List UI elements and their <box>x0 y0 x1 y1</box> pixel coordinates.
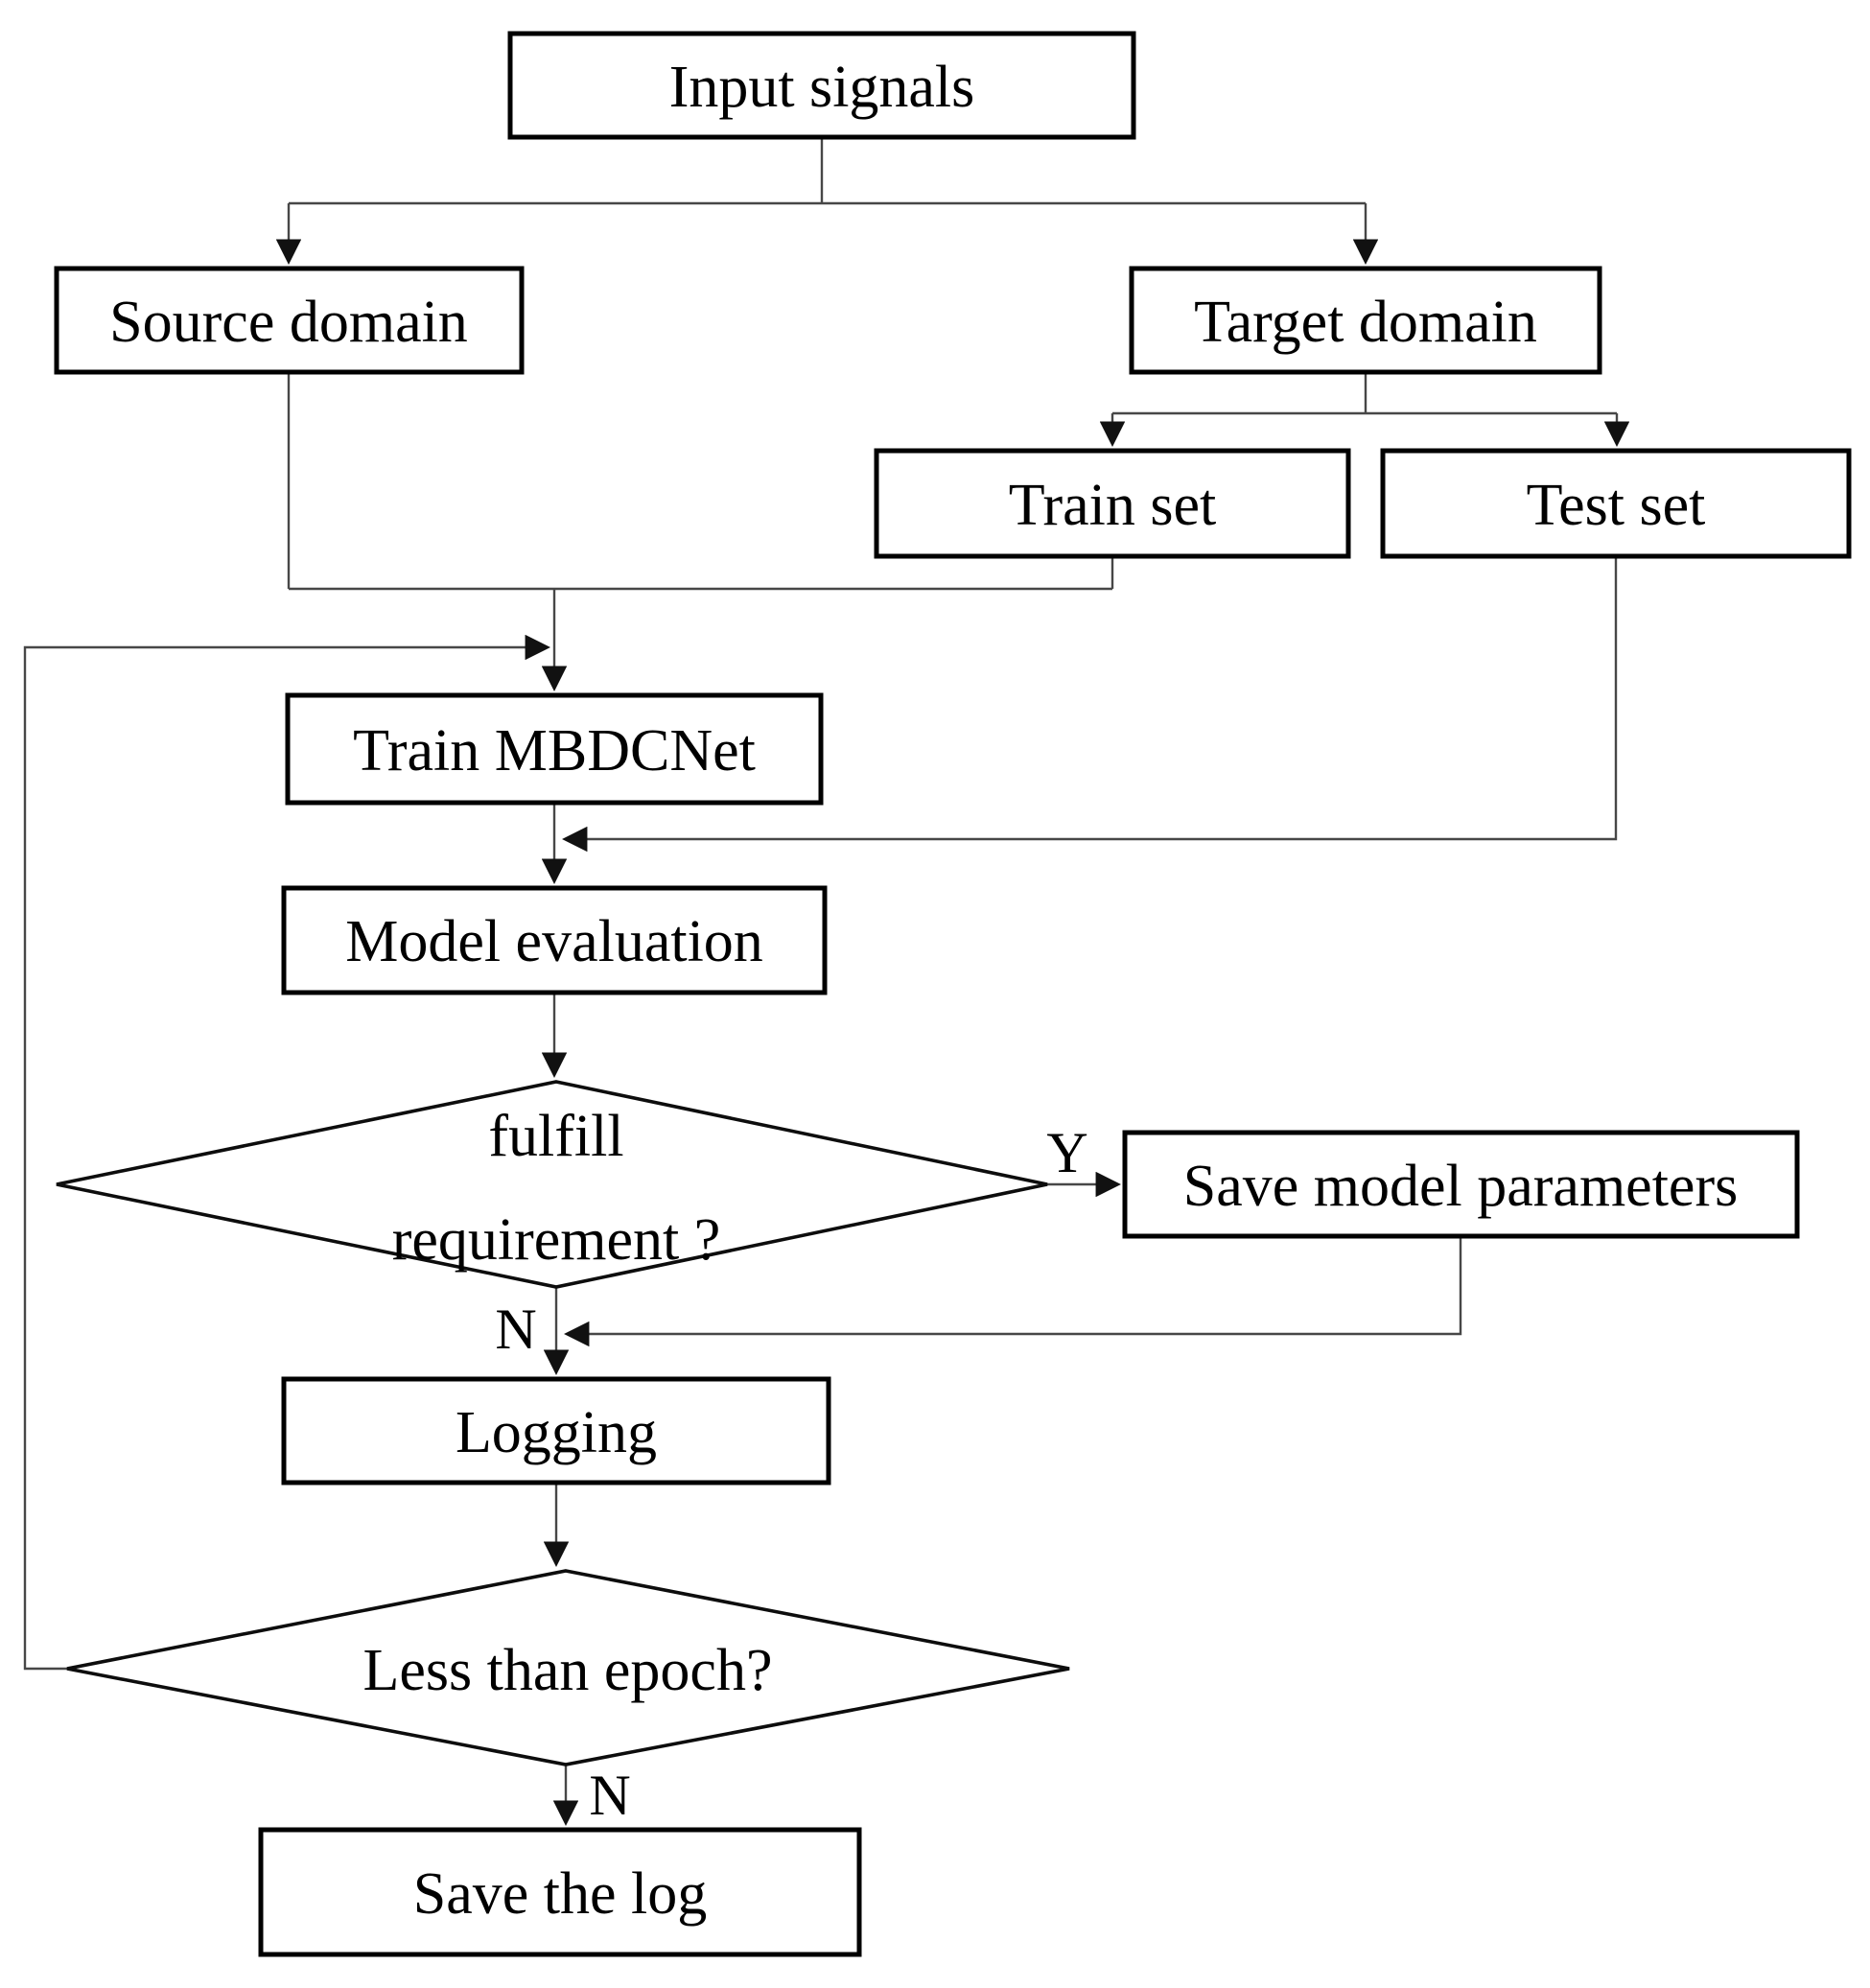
node-model-evaluation: Model evaluation <box>281 885 828 995</box>
model-evaluation-box <box>281 885 828 995</box>
save-the-log-label: Save the log <box>413 1861 708 1927</box>
edges <box>23 137 1630 1826</box>
node-input-signals: Input signals <box>507 31 1136 140</box>
logging-label: Logging <box>456 1400 657 1465</box>
target-domain-box <box>1129 266 1602 375</box>
fulfill-requirement-label-line2: requirement ? <box>392 1207 721 1273</box>
edge-save-parameters-join <box>564 1236 1462 1347</box>
label-yes: Y <box>1046 1121 1087 1184</box>
train-mbdcnet-label: Train MBDCNet <box>353 718 756 784</box>
less-than-epoch-diamond <box>66 1569 1070 1766</box>
edge-epoch-loop-back <box>23 634 550 1671</box>
node-test-set: Test set <box>1380 448 1852 559</box>
model-evaluation-label: Model evaluation <box>345 909 763 974</box>
input-signals-box <box>507 31 1136 140</box>
node-fulfill-requirement-decision: fulfill requirement ? <box>56 1080 1048 1289</box>
node-less-than-epoch-decision: Less than epoch? <box>66 1569 1070 1766</box>
node-save-model-parameters: Save model parameters <box>1122 1130 1800 1239</box>
logging-box <box>281 1376 831 1485</box>
train-set-label: Train set <box>1009 473 1216 538</box>
edge-merge-source-trainset <box>287 372 1114 591</box>
target-domain-label: Target domain <box>1194 290 1537 355</box>
node-source-domain: Source domain <box>54 266 525 375</box>
node-save-the-log: Save the log <box>258 1827 862 1957</box>
label-no-epoch: N <box>589 1764 630 1827</box>
source-domain-box <box>54 266 525 375</box>
source-domain-label: Source domain <box>109 290 468 355</box>
save-the-log-box <box>258 1827 862 1957</box>
fulfill-requirement-diamond <box>56 1080 1048 1289</box>
edge-target-split <box>1112 372 1617 415</box>
fulfill-requirement-label-line1: fulfill <box>488 1104 623 1169</box>
less-than-epoch-label: Less than epoch? <box>363 1638 773 1703</box>
node-logging: Logging <box>281 1376 831 1485</box>
train-mbdcnet-box <box>285 692 824 806</box>
save-model-parameters-label: Save model parameters <box>1183 1154 1738 1219</box>
edge-test-set-join <box>562 556 1618 853</box>
node-train-mbdcnet: Train MBDCNet <box>285 692 824 806</box>
test-set-box <box>1380 448 1852 559</box>
edge-input-split <box>289 137 1366 205</box>
train-set-box <box>874 448 1351 559</box>
save-model-parameters-box <box>1122 1130 1800 1239</box>
node-train-set: Train set <box>874 448 1351 559</box>
test-set-label: Test set <box>1527 473 1706 538</box>
label-no-fulfill: N <box>495 1298 536 1361</box>
node-target-domain: Target domain <box>1129 266 1602 375</box>
input-signals-label: Input signals <box>669 55 975 120</box>
